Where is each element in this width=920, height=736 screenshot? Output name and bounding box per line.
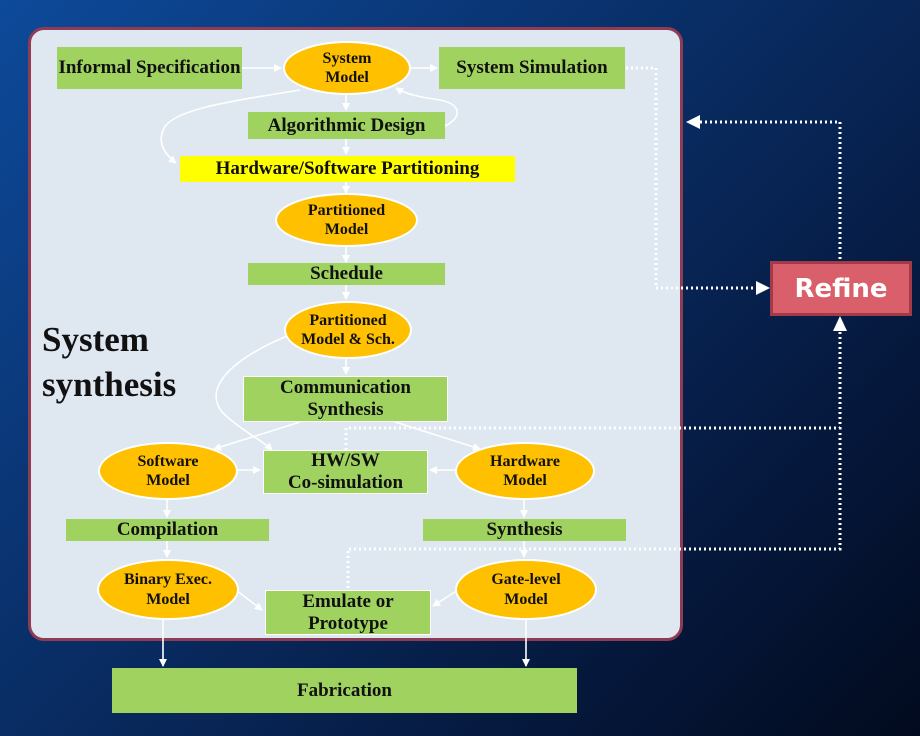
- arrow-gatelevel-to-emulate: [432, 589, 459, 607]
- software-model-oval: Software Model: [98, 442, 238, 500]
- partitioned-model-oval: Partitioned Model: [275, 193, 418, 247]
- compilation-box: Compilation: [66, 519, 269, 541]
- dotted-cosim-to-refine: [344, 328, 842, 450]
- emulate-prototype-box: Emulate or Prototype: [265, 590, 431, 635]
- arrow-pmodelsch-to-cosim: [215, 335, 288, 451]
- dotted-emulate-to-refine: [346, 430, 842, 588]
- schedule-box: Schedule: [248, 263, 445, 285]
- refine-box: Refine: [770, 261, 912, 316]
- communication-synthesis-box: Communication Synthesis: [243, 376, 448, 422]
- dotted-refine-to-panel: [697, 120, 842, 259]
- fabrication-box: Fabrication: [112, 668, 577, 713]
- arrow-comm-to-software: [213, 421, 301, 451]
- dotted-arrowhead-refine-in: [756, 281, 770, 295]
- hw-sw-partitioning-box: Hardware/Software Partitioning: [180, 156, 515, 182]
- arrow-algorithmic-feedback: [395, 87, 458, 127]
- arrow-binary-to-emulate: [235, 589, 263, 611]
- dotted-arrowhead-refine-bottom: [833, 316, 847, 331]
- hardware-model-oval: Hardware Model: [455, 442, 595, 500]
- arrow-comm-to-hardware: [394, 421, 481, 451]
- system-synthesis-label: System synthesis: [42, 320, 177, 404]
- dotted-simulation-to-refine: [626, 66, 760, 290]
- system-simulation-box: System Simulation: [439, 47, 625, 89]
- hw-sw-cosimulation-box: HW/SW Co-simulation: [263, 450, 428, 494]
- synthesis-box: Synthesis: [423, 519, 626, 541]
- binary-exec-model-oval: Binary Exec. Model: [97, 559, 239, 620]
- gate-level-model-oval: Gate-level Model: [455, 559, 597, 620]
- partitioned-model-sch-oval: Partitioned Model & Sch.: [284, 301, 412, 359]
- algorithmic-design-box: Algorithmic Design: [248, 112, 445, 139]
- informal-specification-box: Informal Specification: [57, 47, 242, 89]
- system-model-oval: System Model: [283, 41, 411, 95]
- arrow-model-to-partitioning: [160, 89, 301, 164]
- dotted-arrowhead-panel-in: [686, 115, 700, 129]
